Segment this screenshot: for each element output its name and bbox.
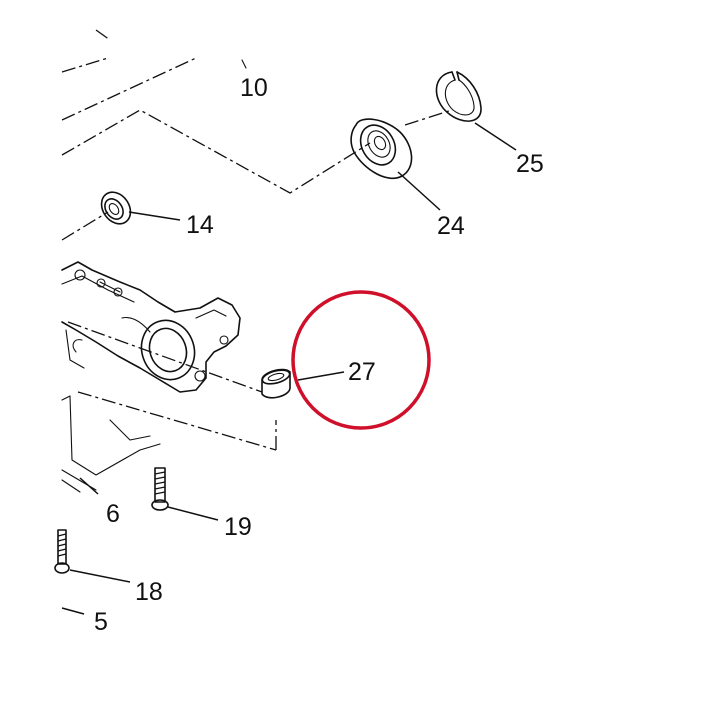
assembly-lines-housing xyxy=(67,321,277,451)
leader-27 xyxy=(297,371,345,381)
leader-25 xyxy=(474,122,517,151)
assembly-lines-top-left xyxy=(61,29,453,241)
bushing-part-27[interactable] xyxy=(261,368,291,399)
snap-ring-part-25[interactable] xyxy=(435,71,482,122)
callout-24: 24 xyxy=(437,212,465,240)
callout-18: 18 xyxy=(135,578,163,606)
callout-25: 25 xyxy=(516,150,544,178)
housing-casting[interactable] xyxy=(61,261,241,493)
callout-6: 6 xyxy=(106,500,120,528)
leader-18 xyxy=(69,569,131,583)
seal-part-14[interactable] xyxy=(96,187,137,230)
bolt-part-18[interactable] xyxy=(54,529,70,574)
callout-10: 10 xyxy=(240,74,268,102)
leader-6 xyxy=(79,477,99,495)
seal-part-24[interactable] xyxy=(350,118,413,180)
leader-5 xyxy=(61,607,85,615)
callout-5: 5 xyxy=(94,608,108,636)
callout-19: 19 xyxy=(224,513,252,541)
callout-27: 27 xyxy=(348,358,376,386)
leader-14 xyxy=(128,211,181,221)
callout-14: 14 xyxy=(186,211,214,239)
highlight-circle xyxy=(291,290,431,430)
bolt-part-19[interactable] xyxy=(151,467,169,511)
leader-24 xyxy=(397,171,441,211)
leader-19 xyxy=(167,506,219,521)
